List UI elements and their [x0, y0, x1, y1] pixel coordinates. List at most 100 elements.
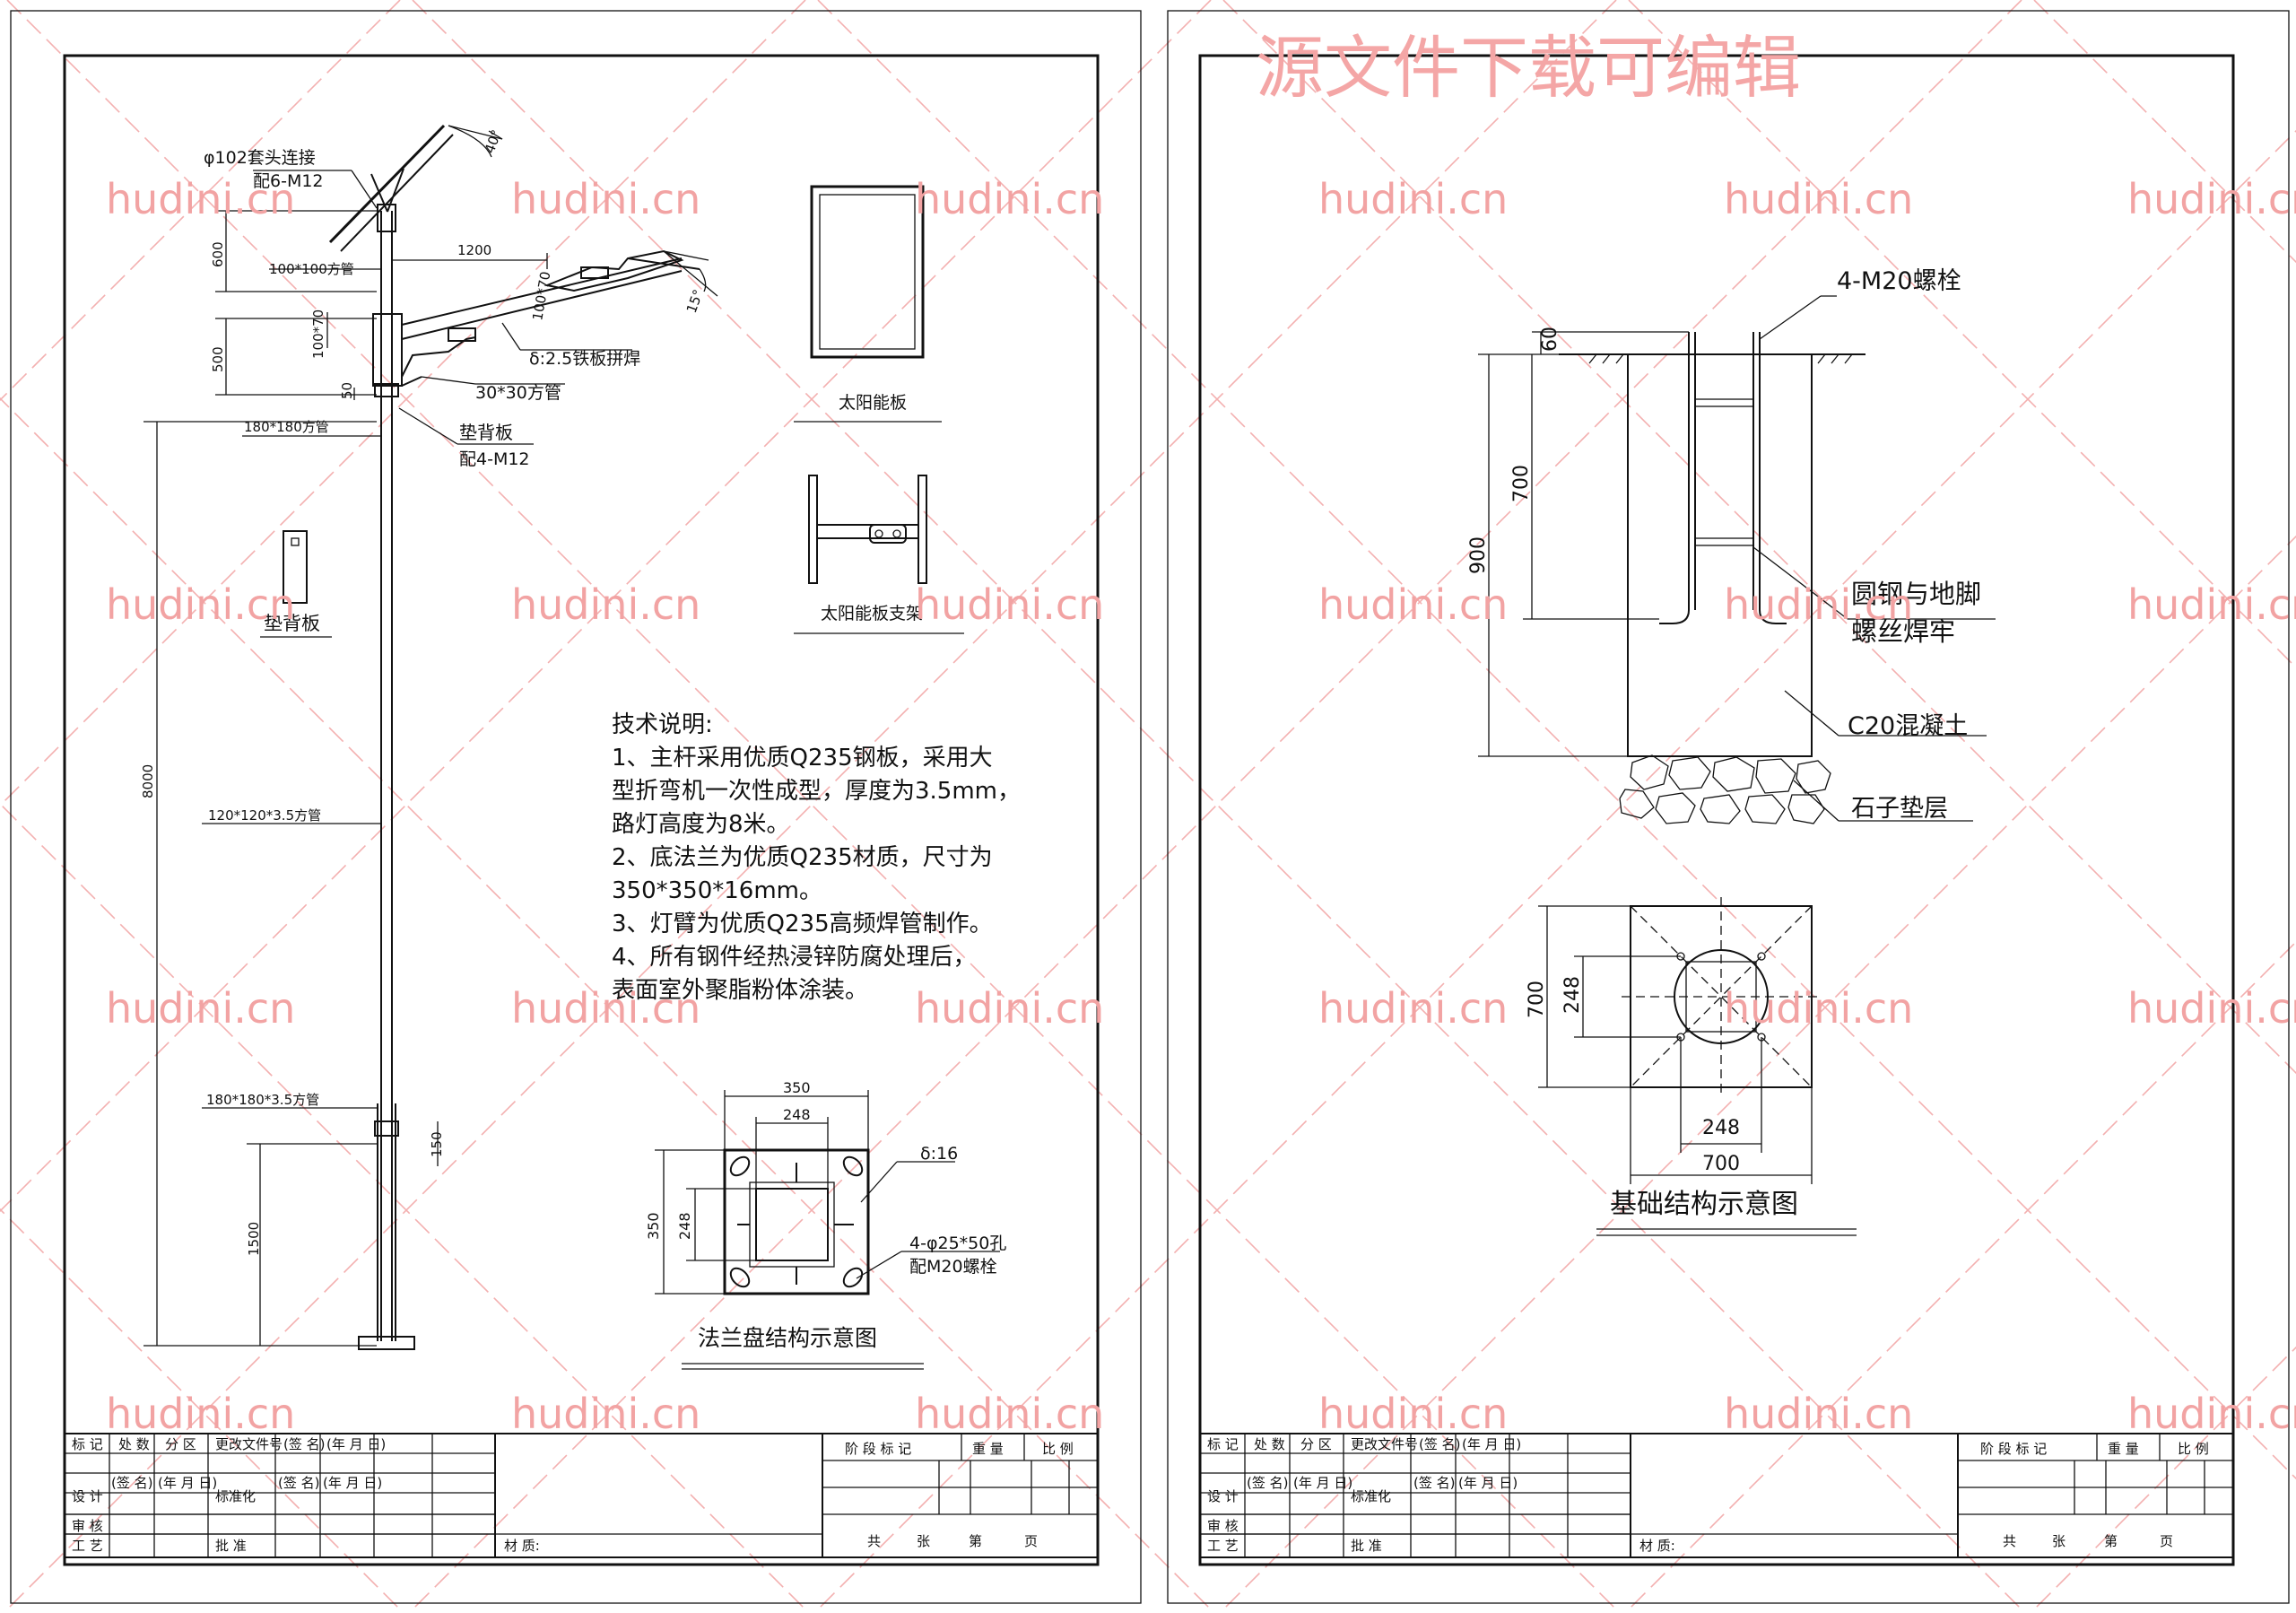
solar-panel-detail: 太阳能板	[794, 185, 942, 423]
watermark-label: hudini.cn	[1724, 175, 1913, 223]
watermark-label: hudini.cn	[2127, 580, 2296, 629]
plan-dim-700-left: 700	[1526, 981, 1548, 1018]
label-backplate-bolt: 配4-M12	[459, 449, 530, 469]
tb-sign: (签 名)	[1247, 1475, 1288, 1491]
tb-header-5: (年 月 日)	[326, 1436, 386, 1452]
watermark-label: hudini.cn	[511, 580, 700, 629]
watermark-text: hudini.cn hudini.cn hudini.cn hudini.cn hudi…	[106, 175, 2296, 1438]
solar-panel-title: 太阳能板	[839, 393, 907, 413]
foundation-bolt: 4-M20螺栓	[1837, 267, 1961, 295]
tb-header-1: 处 数	[1254, 1436, 1285, 1452]
flange-holes: 4-φ25*50孔	[909, 1234, 1006, 1253]
tb-page: 页	[1024, 1533, 1038, 1549]
tb-header-2: 分 区	[1300, 1436, 1332, 1452]
watermark-label: hudini.cn	[511, 984, 700, 1033]
tb-total: 共	[2003, 1533, 2016, 1549]
tb-material: 材 质:	[504, 1538, 540, 1554]
notes-line-3: 路灯高度为8米。	[612, 811, 790, 838]
notes-line-6: 3、灯臂为优质Q235高频焊管制作。	[612, 911, 993, 937]
watermark-label: hudini.cn	[1318, 1390, 1508, 1438]
gravel-pattern	[1619, 754, 1831, 824]
tb-total: 共	[867, 1533, 881, 1549]
tb-scale: 比 例	[2178, 1441, 2209, 1457]
label-angle-lamp: 15°	[683, 287, 707, 315]
label-dim-1200: 1200	[457, 242, 491, 258]
label-dim-100x70-b: 100*70	[310, 310, 326, 359]
label-sleeve: φ102套头连接	[204, 148, 316, 168]
plan-dim-248-bottom: 248	[1702, 1117, 1740, 1139]
label-tube-120: 120*120*3.5方管	[208, 807, 321, 824]
pole-labels: φ102套头连接 配6-M12 40° 15° 100*100方管 600 12…	[140, 127, 707, 1256]
tb-date2: (年 月 日)	[323, 1475, 382, 1491]
tb-header-3: 更改文件号	[215, 1436, 283, 1452]
label-dim-1500: 1500	[246, 1222, 262, 1256]
tb-header-3: 更改文件号	[1351, 1436, 1418, 1452]
watermark-label: hudini.cn	[2127, 175, 2296, 223]
tb-weight: 重 量	[2108, 1441, 2139, 1457]
tb-review: 审 核	[1207, 1518, 1239, 1534]
watermark-label: hudini.cn	[106, 175, 295, 223]
tb-process: 工 艺	[1207, 1538, 1239, 1554]
foundation-section: 4-M20螺栓 60 700 900 圆钢与地脚 螺丝焊牢 C20混凝土 石子垫…	[1467, 267, 1996, 824]
flange-dim-248-left: 248	[676, 1212, 693, 1240]
tb-weight: 重 量	[972, 1441, 1004, 1457]
watermark-label: hudini.cn	[106, 580, 295, 629]
solar-bracket-title: 太阳能板支架	[821, 604, 923, 623]
notes-line-2: 型折弯机一次性成型，厚度为3.5mm，	[612, 778, 1022, 805]
tb-date: (年 月 日)	[1293, 1475, 1352, 1491]
tb-stage: 阶 段 标 记	[1980, 1441, 2047, 1457]
tb-header-0: 标 记	[72, 1436, 103, 1452]
title-block-right: 标 记处 数分 区更改文件号(签 名)(年 月 日)设 计(签 名)(年 月 日…	[1199, 1433, 2234, 1558]
watermark-label: hudini.cn	[511, 175, 700, 223]
watermark-label: hudini.cn	[2127, 1390, 2296, 1438]
label-dim-8000: 8000	[140, 764, 156, 798]
tb-date2: (年 月 日)	[1458, 1475, 1518, 1491]
label-sleeve-bolt: 配6-M12	[253, 171, 324, 191]
tb-sign2: (签 名)	[278, 1475, 319, 1491]
foundation-plan: 700 248 248 700 基础结构示意图	[1526, 897, 1857, 1236]
tb-header-0: 标 记	[1207, 1436, 1239, 1452]
tb-sheet: 张	[2052, 1533, 2066, 1549]
tb-page-no: 第	[969, 1533, 982, 1549]
notes-line-5: 350*350*16mm。	[612, 877, 822, 904]
label-angle-panel: 40°	[482, 127, 505, 155]
solar-bracket-detail: 太阳能板支架	[794, 475, 964, 634]
tb-review: 审 核	[72, 1518, 103, 1534]
notes-line-4: 2、底法兰为优质Q235材质，尺寸为	[612, 844, 993, 871]
label-dim-500: 500	[210, 346, 226, 372]
tb-process: 工 艺	[72, 1538, 103, 1554]
watermark-top: 源文件下载可编辑	[1256, 28, 1801, 108]
tb-sheet: 张	[917, 1533, 930, 1549]
tb-approve: 批 准	[1351, 1538, 1382, 1554]
watermark-label: hudini.cn	[106, 1390, 295, 1438]
watermark-label: hudini.cn	[915, 175, 1104, 223]
watermark-label: hudini.cn	[915, 1390, 1104, 1438]
foundation-gravel: 石子垫层	[1851, 795, 1948, 823]
tb-page-no: 第	[2104, 1533, 2118, 1549]
notes-title: 技术说明:	[612, 711, 713, 738]
label-dim-50: 50	[339, 382, 355, 399]
foundation-weld-note-1: 圆钢与地脚	[1851, 579, 1981, 609]
title-block-left: 标 记处 数分 区更改文件号(签 名)(年 月 日)设 计(签 名)(年 月 日…	[64, 1433, 1099, 1558]
left-sheet-border	[10, 10, 1142, 1604]
label-dim-150: 150	[429, 1131, 445, 1157]
foundation-dim-700: 700	[1510, 465, 1533, 502]
label-dim-600: 600	[210, 241, 226, 267]
watermark-label: hudini.cn	[106, 984, 295, 1033]
label-tube-180: 180*180方管	[244, 419, 329, 435]
watermark-label: hudini.cn	[1724, 1390, 1913, 1438]
flange-dim-248-top: 248	[783, 1106, 811, 1123]
tb-header-1: 处 数	[118, 1436, 150, 1452]
label-tube-100: 100*100方管	[269, 261, 354, 277]
backplate-title: 垫背板	[264, 613, 320, 634]
notes-line-1: 1、主杆采用优质Q235钢板，采用大	[612, 745, 993, 772]
tb-design: 设 计	[1207, 1488, 1239, 1504]
watermark-label: hudini.cn	[2127, 984, 2296, 1033]
flange-holes-bolt: 配M20螺栓	[909, 1257, 997, 1277]
foundation-title: 基础结构示意图	[1610, 1189, 1798, 1220]
foundation-dim-60: 60	[1539, 327, 1561, 352]
watermark-label: hudini.cn	[1724, 580, 1913, 629]
tb-scale: 比 例	[1042, 1441, 1074, 1457]
right-sheet-border	[1167, 10, 2290, 1604]
